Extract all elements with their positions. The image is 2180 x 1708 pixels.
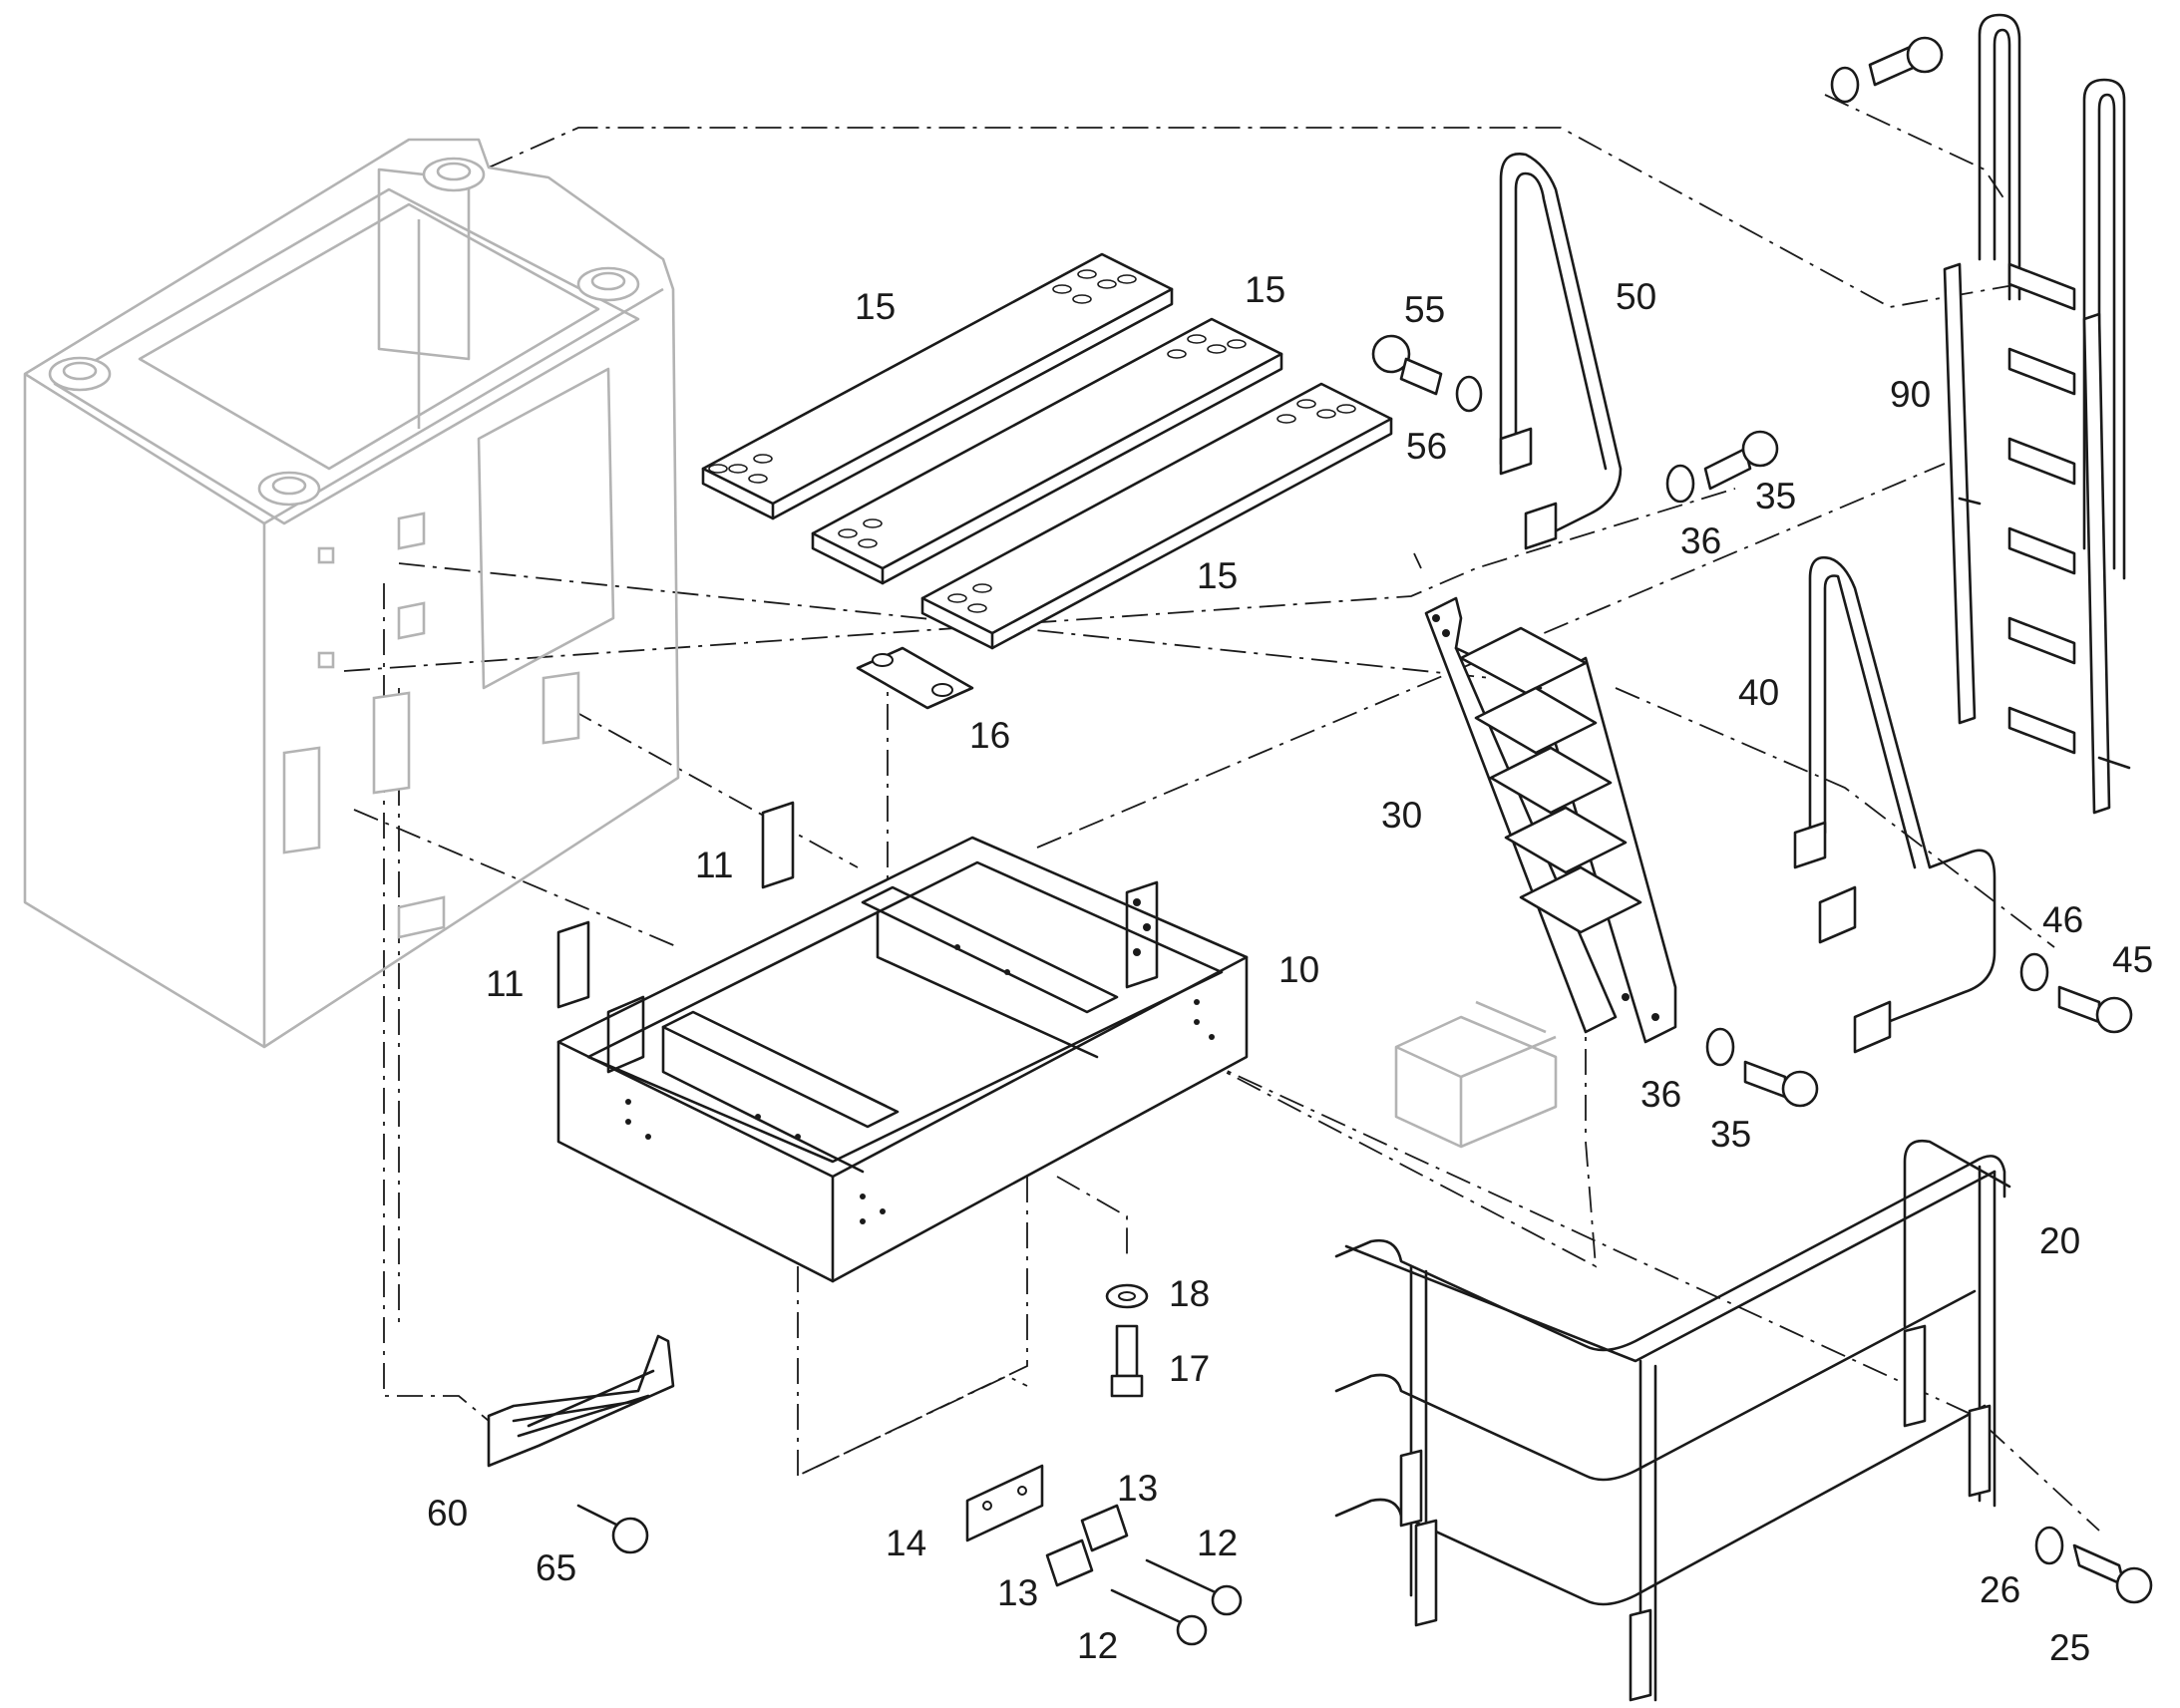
- callout-17: 17: [1169, 1348, 1210, 1389]
- callout-13-upper: 13: [1117, 1468, 1158, 1509]
- callout-18: 18: [1169, 1273, 1210, 1314]
- callout-10: 10: [1278, 949, 1319, 990]
- callout-55: 55: [1404, 289, 1445, 330]
- handrail-upper: [1499, 153, 1623, 550]
- callout-20: 20: [2039, 1220, 2080, 1261]
- callout-65: 65: [536, 1547, 576, 1588]
- callout-36-upper: 36: [1680, 520, 1721, 561]
- reference-box: [1394, 1000, 1558, 1149]
- callout-16: 16: [969, 715, 1010, 756]
- callout-60: 60: [427, 1493, 468, 1534]
- platform-frame: [556, 836, 1249, 1283]
- machine-housing: [23, 138, 680, 1049]
- callout-13-lower: 13: [997, 1572, 1038, 1613]
- callout-50: 50: [1616, 276, 1656, 317]
- callout-40: 40: [1738, 672, 1779, 713]
- callout-14: 14: [886, 1523, 926, 1563]
- fasteners: [576, 36, 2153, 1646]
- boarding-step: [487, 1334, 675, 1468]
- callout-56: 56: [1406, 426, 1447, 467]
- assembly-lines: [343, 94, 2100, 1532]
- callout-46: 46: [2042, 899, 2083, 940]
- plates: [556, 646, 1044, 1542]
- plank-perforations: [708, 269, 1356, 613]
- callout-30: 30: [1381, 795, 1422, 836]
- platform-railing: [1334, 1139, 2011, 1702]
- callout-labels: 10 11 11 12 12 13 13 14 15 15 15 16 17 1…: [427, 269, 2153, 1668]
- grating-planks: [701, 252, 1393, 650]
- callout-25: 25: [2049, 1627, 2090, 1668]
- callout-36-lower: 36: [1640, 1074, 1681, 1115]
- callout-11-upper: 11: [695, 845, 733, 885]
- callout-45: 45: [2112, 939, 2153, 980]
- callout-26: 26: [1980, 1569, 2020, 1610]
- callout-12-upper: 12: [1197, 1523, 1238, 1563]
- callout-35-upper: 35: [1755, 476, 1796, 516]
- callout-15-right: 15: [1197, 555, 1238, 596]
- stair-assembly: [1424, 596, 1677, 1044]
- handrail-lower: [1793, 555, 1997, 1054]
- vertical-ladder: [1943, 13, 2131, 815]
- callout-15-mid: 15: [1245, 269, 1285, 310]
- callout-15-left: 15: [855, 286, 896, 327]
- callout-35-lower: 35: [1710, 1114, 1751, 1155]
- callout-12-lower: 12: [1077, 1625, 1118, 1666]
- callout-11-lower: 11: [486, 963, 524, 1004]
- callout-90: 90: [1890, 374, 1931, 415]
